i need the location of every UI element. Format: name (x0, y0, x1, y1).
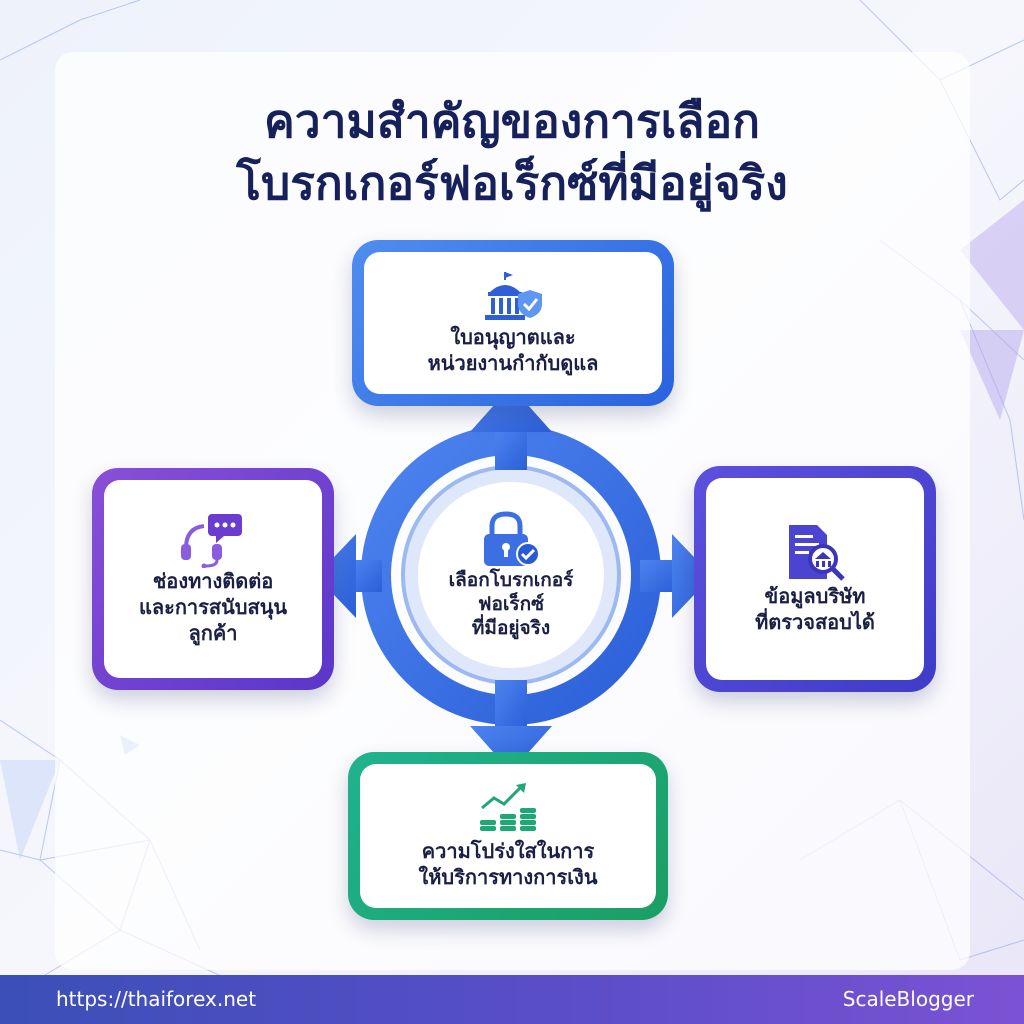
center-label-line: เลือกโบรกเกอร์ (448, 569, 574, 591)
arrow-right (640, 534, 712, 618)
node-content: ช่องทางติดต่อ และการสนับสนุน ลูกค้า (139, 512, 287, 646)
node-content: ข้อมูลบริษัท ที่ตรวจสอบได้ (755, 523, 875, 635)
node-label: ข้อมูลบริษัท ที่ตรวจสอบได้ (755, 583, 875, 635)
arrow-left (316, 534, 382, 618)
center-label-line: ฟอเร็กซ์ (478, 593, 544, 615)
node-inner (360, 764, 656, 908)
title-line-2: โบรกเกอร์ฟอเร็กซ์ที่มีอยู่จริง (236, 156, 788, 210)
title-line-1: ความสำคัญของการเลือก (264, 94, 760, 148)
node-label-line: และการสนับสนุน (138, 595, 288, 619)
center-hub: เลือกโบรกเกอร์ ฟอเร็กซ์ ที่มีอยู่จริง (418, 482, 604, 668)
node-label: ใบอนุญาตและ หน่วยงานกำกับดูแล (428, 324, 599, 376)
arrow-up (470, 386, 552, 470)
node-licensing-regulator: ใบอนุญาตและ หน่วยงานกำกับดูแล (352, 240, 674, 406)
node-company-info: ข้อมูลบริษัท ที่ตรวจสอบได้ (694, 466, 936, 692)
node-label-line: ที่ตรวจสอบได้ (755, 610, 875, 634)
node-label: ช่องทางติดต่อ และการสนับสนุน ลูกค้า (139, 568, 287, 646)
padlock-check-icon (484, 511, 540, 566)
node-label-line: ข้อมูลบริษัท (764, 584, 866, 608)
node-contact-support: ช่องทางติดต่อ และการสนับสนุน ลูกค้า (92, 468, 334, 690)
node-inner (104, 480, 322, 678)
node-label-line: หน่วยงานกำกับดูแล (427, 351, 599, 375)
node-label-line: ใบอนุญาตและ (450, 325, 576, 349)
footer-brand: ScaleBlogger (842, 987, 974, 1011)
document-magnifier-icon (788, 525, 845, 581)
headset-chat-icon (180, 514, 242, 568)
node-inner (364, 252, 662, 394)
node-label: ความโปร่งใสในการ ให้บริการทางการเงิน (418, 838, 597, 890)
node-content: ความโปร่งใสในการ ให้บริการทางการเงิน (418, 782, 598, 890)
node-financial-transparency: ความโปร่งใสในการ ให้บริการทางการเงิน (348, 752, 668, 920)
government-building-shield-icon (484, 272, 542, 320)
arrow-down (470, 680, 552, 772)
footer-bar: https://thaiforex.net ScaleBlogger (0, 975, 1024, 1024)
node-label-line: ลูกค้า (188, 621, 238, 645)
node-label-line: ความโปร่งใสในการ (421, 839, 595, 863)
node-label-line: ให้บริการทางการเงิน (418, 865, 598, 889)
coins-growth-icon (479, 783, 536, 831)
center-label-line: ที่มีอยู่จริง (471, 617, 551, 639)
footer-url[interactable]: https://thaiforex.net (56, 987, 257, 1011)
center-label: เลือกโบรกเกอร์ ฟอเร็กซ์ ที่มีอยู่จริง (449, 568, 574, 640)
node-content: ใบอนุญาตและ หน่วยงานกำกับดูแล (428, 270, 599, 376)
page-title: ความสำคัญของการเลือก โบรกเกอร์ฟอเร็กซ์ที… (0, 90, 1024, 214)
node-label-line: ช่องทางติดต่อ (152, 569, 274, 593)
